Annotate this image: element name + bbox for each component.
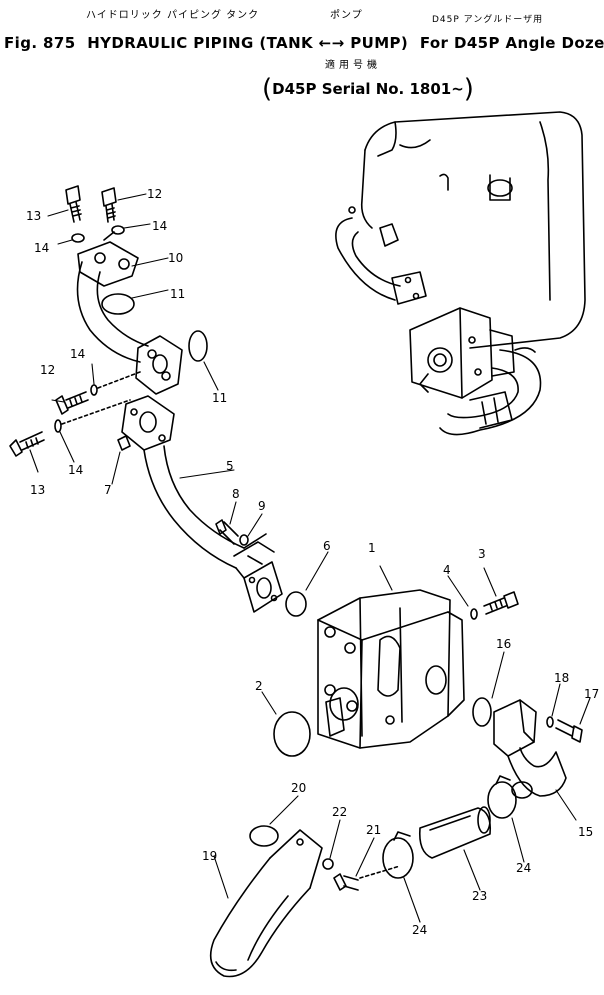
tank-assembly [360, 111, 586, 349]
tank-suction-elbow [335, 206, 427, 305]
washer-part-14-left [71, 233, 85, 243]
label-part-7: 7 [104, 483, 112, 497]
o-ring-part-6 [285, 591, 307, 617]
serial-applicability: (D45P Serial No. 1801~) [262, 74, 474, 104]
hose-clamp-part-24-right [487, 775, 517, 819]
washer-part-14-lower [54, 419, 62, 433]
bolt-axis-line [97, 371, 141, 389]
label-part-17: 17 [584, 687, 599, 701]
label-part-15: 15 [578, 825, 593, 839]
suction-pipe-part-19 [209, 829, 323, 978]
label-part-4: 4 [443, 563, 451, 577]
label-part-11-lower: 11 [212, 391, 227, 405]
label-part-8: 8 [232, 487, 240, 501]
label-part-5: 5 [226, 459, 234, 473]
elbow-part-15 [493, 699, 567, 799]
o-ring-part-20 [249, 825, 279, 847]
label-part-23: 23 [472, 889, 487, 903]
label-part-22: 22 [332, 805, 347, 819]
figure-title-main: HYDRAULIC PIPING (TANK ←→ PUMP) [87, 34, 409, 52]
label-part-19: 19 [202, 849, 217, 863]
label-part-13-lower: 13 [30, 483, 45, 497]
diagram-header: ハイドロリック パイピング タンク ポンプ D45P アングルドーザ用 Fig.… [0, 0, 604, 104]
bolt-part-13-top [65, 185, 82, 223]
japanese-model: D45P アングルドーザ用 [432, 15, 544, 25]
serial-japanese: 適用号機 [325, 60, 381, 71]
pipe-part-5 [121, 395, 275, 569]
upper-pipe-part-10 [76, 231, 149, 363]
washer-part-18 [546, 716, 554, 728]
pump-part-1 [317, 589, 465, 749]
plug-part-7 [117, 435, 131, 451]
figure-title: Fig. 875 HYDRAULIC PIPING (TANK ←→ PUMP)… [4, 34, 604, 52]
bolt-part-13-lower [9, 431, 45, 457]
label-part-14-c: 14 [70, 347, 85, 361]
japanese-title-left: ハイドロリック パイピング タンク [86, 10, 260, 21]
washer-part-4 [470, 608, 478, 620]
label-part-12-mid: 12 [40, 363, 55, 377]
label-part-24-right: 24 [516, 861, 531, 875]
bolt-part-12-mid [55, 391, 89, 415]
o-ring-part-11-upper [101, 293, 135, 315]
label-part-24-left: 24 [412, 923, 427, 937]
label-part-14-a: 14 [34, 241, 49, 255]
label-part-6: 6 [323, 539, 331, 553]
label-part-14-b: 14 [152, 219, 167, 233]
serial-text: D45P Serial No. 1801~ [272, 80, 464, 98]
hose-part-23 [418, 806, 492, 859]
label-part-1: 1 [368, 541, 376, 555]
bolt-part-21 [333, 865, 401, 891]
washer-part-9 [239, 534, 249, 546]
label-part-16: 16 [496, 637, 511, 651]
label-part-11-upper: 11 [170, 287, 185, 301]
label-part-18: 18 [554, 671, 569, 685]
japanese-title-mid: ポンプ [330, 10, 363, 21]
pipe-5-outlet-flange [235, 555, 283, 613]
installed-suction-hose [439, 347, 542, 436]
upper-pipe-flange [135, 335, 183, 395]
label-part-10: 10 [168, 251, 183, 265]
label-part-21: 21 [366, 823, 381, 837]
washer-part-22 [322, 858, 334, 870]
label-part-13-top: 13 [26, 209, 41, 223]
label-part-20: 20 [291, 781, 306, 795]
bolt-part-12-top [101, 187, 117, 223]
bolt-part-8 [215, 519, 239, 545]
washer-part-14-mid [90, 384, 98, 396]
o-ring-part-11-lower [188, 330, 208, 362]
bolt-part-17 [555, 719, 583, 743]
o-ring-part-16 [472, 697, 492, 727]
pump-installed [409, 307, 515, 399]
leader-lines [29, 193, 591, 923]
label-part-2: 2 [255, 679, 263, 693]
figure-title-for: For D45P Angle Dozer [419, 34, 604, 52]
figure-number: Fig. 875 [4, 34, 76, 52]
washer-part-14-right [111, 225, 125, 235]
bolt-axis-line-lower [61, 399, 131, 425]
label-part-9: 9 [258, 499, 266, 513]
bolt-part-3 [483, 591, 519, 615]
label-part-3: 3 [478, 547, 486, 561]
label-part-12-top: 12 [147, 187, 162, 201]
o-ring-part-2 [273, 711, 311, 757]
hose-clamp-part-24-left [382, 831, 414, 879]
label-part-14-d: 14 [68, 463, 83, 477]
